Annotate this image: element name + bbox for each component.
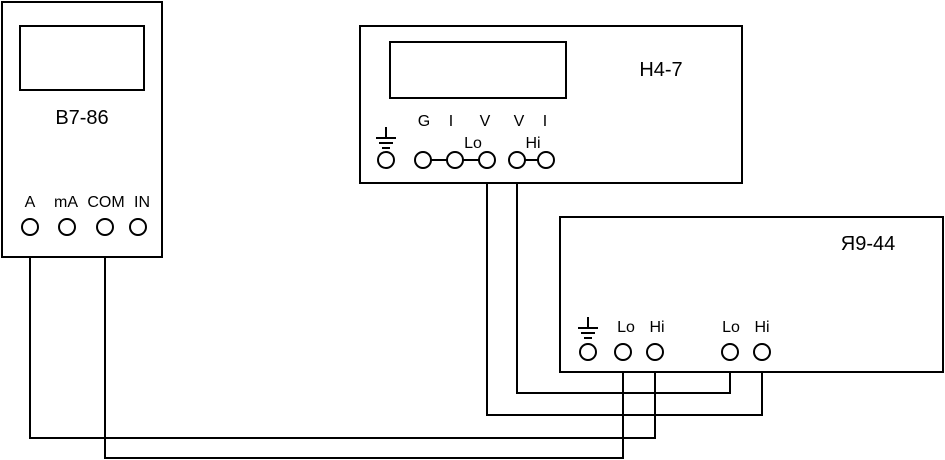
ya9-44-title: Я9-44 <box>841 233 895 255</box>
ya9-44-terminal-lo-left[interactable] <box>614 343 632 361</box>
h4-7-display <box>389 41 567 99</box>
wire-com-to-ya9-lo <box>104 236 624 459</box>
ya9-44-label-hi-right: Hi <box>754 319 769 336</box>
b7-86-label-com: COM <box>87 194 124 211</box>
ya9-44-label-lo-left: Lo <box>617 319 635 336</box>
h4-7-label-i2: I <box>543 113 547 130</box>
h4-7-terminal-g[interactable] <box>414 151 432 169</box>
h4-7-terminal-v-hi[interactable] <box>508 151 526 169</box>
device-b7-86: B7-86 A mA COM IN <box>1 1 163 258</box>
ground-icon <box>578 317 598 339</box>
ya9-44-terminal-hi-left[interactable] <box>646 343 664 361</box>
h4-7-label-v2: V <box>514 113 525 130</box>
b7-86-label-in: IN <box>134 194 150 211</box>
b7-86-terminal-ma[interactable] <box>58 218 76 236</box>
b7-86-title: B7-86 <box>55 107 108 129</box>
h4-7-terminal-v-lo[interactable] <box>478 151 496 169</box>
h4-7-terminal-ground[interactable] <box>377 151 395 169</box>
wire-a-to-ya9-hi <box>29 236 656 439</box>
h4-7-label-i1: I <box>449 113 453 130</box>
b7-86-terminal-com[interactable] <box>96 218 114 236</box>
h4-7-label-hi: Hi <box>525 135 540 152</box>
h4-7-terminal-i-lo[interactable] <box>446 151 464 169</box>
b7-86-terminal-in[interactable] <box>129 218 147 236</box>
ya9-44-terminal-ground[interactable] <box>579 343 597 361</box>
b7-86-display <box>19 25 145 91</box>
h4-7-label-lo: Lo <box>464 135 482 152</box>
h4-7-terminal-i-hi[interactable] <box>537 151 555 169</box>
wire-h4-lo-to-ya9-hi <box>486 169 763 416</box>
h4-7-title: H4-7 <box>639 59 682 81</box>
ya9-44-terminal-lo-right[interactable] <box>721 343 739 361</box>
ground-icon <box>376 127 396 149</box>
device-ya9-44: Я9-44 Lo Hi Lo Hi <box>559 216 944 373</box>
h4-7-label-v1: V <box>480 113 491 130</box>
device-h4-7: H4-7 G I V V I Lo Hi <box>359 25 743 184</box>
ya9-44-label-lo-right: Lo <box>722 319 740 336</box>
ya9-44-terminal-hi-right[interactable] <box>753 343 771 361</box>
b7-86-label-a: A <box>25 194 36 211</box>
b7-86-label-ma: mA <box>54 194 78 211</box>
b7-86-terminal-a[interactable] <box>21 218 39 236</box>
h4-7-label-g: G <box>418 113 430 130</box>
ya9-44-label-hi-left: Hi <box>649 319 664 336</box>
